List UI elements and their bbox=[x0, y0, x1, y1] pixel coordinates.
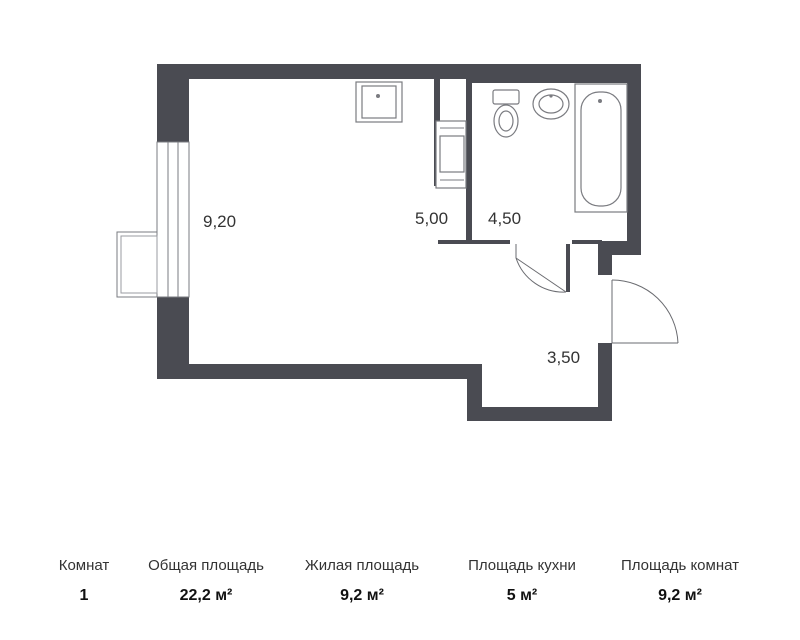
stat-value: 1 bbox=[79, 587, 89, 604]
kitchen-sink-icon bbox=[435, 120, 467, 189]
washbasin-icon bbox=[532, 88, 570, 120]
stat-label: Жилая площадь bbox=[304, 557, 420, 574]
room-area-hallway: 3,50 bbox=[547, 348, 580, 367]
toilet-icon bbox=[492, 89, 520, 138]
stat-rooms-area: Площадь комнат 9,2 м² bbox=[606, 548, 754, 608]
stat-value: 9,2 м² bbox=[340, 587, 384, 604]
stat-label: Общая площадь bbox=[148, 557, 264, 574]
balcony bbox=[116, 231, 158, 298]
stat-label: Площадь кухни bbox=[468, 557, 576, 574]
window bbox=[156, 141, 190, 298]
bathroom-door bbox=[515, 244, 567, 293]
entrance-door bbox=[611, 279, 679, 344]
bathtub-icon bbox=[574, 83, 628, 213]
apartment-stats: Комнат 1 Общая площадь 22,2 м² Жилая пло… bbox=[0, 548, 800, 628]
stat-living-area: Жилая площадь 9,2 м² bbox=[289, 548, 435, 608]
stove-icon bbox=[355, 81, 403, 123]
stat-value: 22,2 м² bbox=[179, 587, 233, 604]
stat-kitchen-area: Площадь кухни 5 м² bbox=[447, 548, 597, 608]
stat-label: Комнат bbox=[58, 557, 110, 574]
room-area-kitchen: 5,00 bbox=[415, 209, 448, 228]
stat-label: Площадь комнат bbox=[620, 557, 739, 574]
stat-rooms: Комнат 1 bbox=[42, 548, 126, 608]
floor-plan: 9,20 5,00 4,50 3,50 bbox=[116, 64, 679, 421]
walls bbox=[157, 64, 641, 421]
stat-total-area: Общая площадь 22,2 м² bbox=[131, 548, 281, 608]
room-area-bathroom: 4,50 bbox=[488, 209, 521, 228]
stat-value: 5 м² bbox=[506, 587, 538, 604]
stat-value: 9,2 м² bbox=[658, 587, 702, 604]
room-area-living: 9,20 bbox=[203, 212, 236, 231]
